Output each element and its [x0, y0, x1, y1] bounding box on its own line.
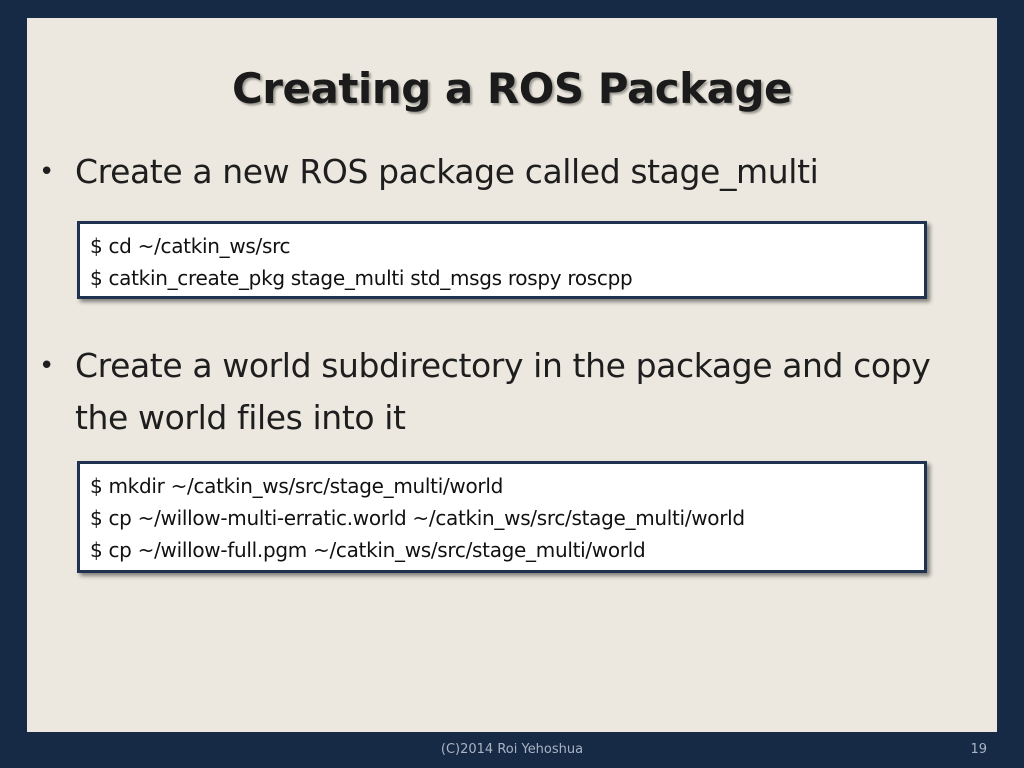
bullet-marker: •: [39, 351, 54, 381]
footer-copyright: (C)2014 Roi Yehoshua: [440, 742, 584, 757]
bullet-text: Create a new ROS package called stage_mu…: [75, 152, 819, 191]
code-line: $ mkdir ~/catkin_ws/src/stage_multi/worl…: [90, 474, 503, 498]
bullet-item-world-subdirectory: • Create a world subdirectory in the pac…: [39, 340, 959, 444]
code-line: $ cp ~/willow-full.pgm ~/catkin_ws/src/s…: [90, 538, 646, 562]
page-number: 19: [970, 742, 987, 757]
code-line: $ cp ~/willow-multi-erratic.world ~/catk…: [90, 506, 745, 530]
code-block-world-files: $ mkdir ~/catkin_ws/src/stage_multi/worl…: [77, 461, 927, 573]
code-line: $ catkin_create_pkg stage_multi std_msgs…: [90, 266, 633, 290]
bullet-marker: •: [39, 157, 54, 187]
slide-panel: Creating a ROS Package • Create a new RO…: [27, 18, 997, 732]
code-block-create-package: $ cd ~/catkin_ws/src $ catkin_create_pkg…: [77, 221, 927, 299]
code-line: $ cd ~/catkin_ws/src: [90, 234, 291, 258]
bullet-item-create-package: • Create a new ROS package called stage_…: [39, 146, 959, 198]
slide-title: Creating a ROS Package: [231, 64, 793, 113]
bullet-text: Create a world subdirectory in the packa…: [75, 346, 931, 437]
